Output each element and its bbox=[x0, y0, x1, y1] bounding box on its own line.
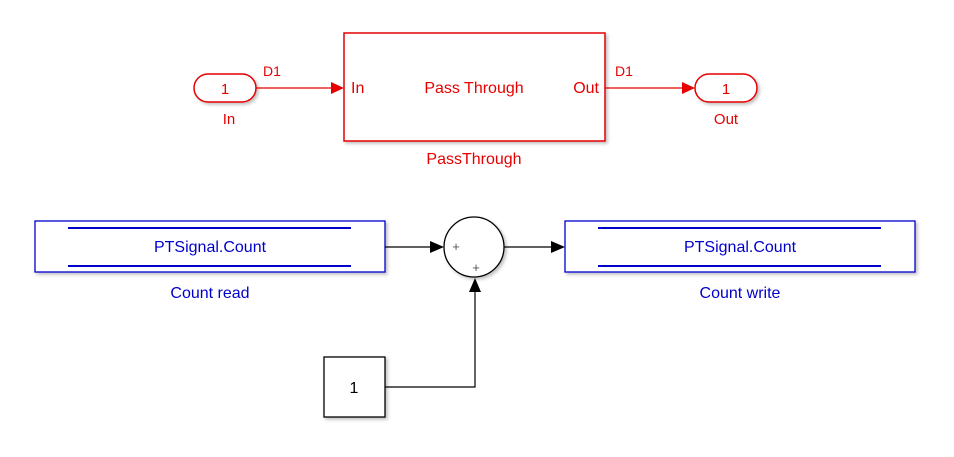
signal-line-constant-to-sum[interactable] bbox=[385, 278, 481, 388]
count-write-variable: PTSignal.Count bbox=[684, 239, 797, 256]
count-write-block[interactable]: PTSignal.Count bbox=[564, 220, 916, 273]
subsystem-shape[interactable] bbox=[343, 32, 606, 142]
signal-label-out[interactable]: D1 bbox=[615, 63, 633, 79]
signal-label-in[interactable]: D1 bbox=[263, 63, 281, 79]
count-read-variable: PTSignal.Count bbox=[154, 239, 267, 256]
signal-line-sum-to-write[interactable] bbox=[504, 241, 565, 253]
data-store-read-shape[interactable] bbox=[34, 220, 386, 273]
outport-block[interactable]: 1 bbox=[694, 73, 758, 103]
sum-block[interactable]: + + bbox=[443, 216, 505, 278]
constant-value: 1 bbox=[350, 380, 359, 397]
count-read-block[interactable]: PTSignal.Count bbox=[34, 220, 386, 273]
signal-line-in[interactable] bbox=[256, 82, 344, 94]
subsystem-title: Pass Through bbox=[424, 80, 523, 97]
arrow-head-icon bbox=[551, 241, 565, 253]
outport-number: 1 bbox=[722, 81, 730, 98]
count-read-name: Count read bbox=[170, 285, 249, 302]
count-write-name: Count write bbox=[700, 285, 781, 302]
outport-name: Out bbox=[714, 111, 739, 128]
outport-shape[interactable] bbox=[694, 73, 758, 103]
signal-line-read-to-sum[interactable] bbox=[385, 241, 444, 253]
subsystem-out-port-label: Out bbox=[573, 80, 599, 97]
sum-sign-1: + bbox=[452, 239, 460, 254]
inport-block[interactable]: 1 bbox=[193, 73, 257, 103]
inport-name: In bbox=[223, 111, 236, 128]
arrow-head-icon bbox=[469, 278, 481, 292]
subsystem-name: PassThrough bbox=[426, 151, 521, 168]
subsystem-in-port-label: In bbox=[351, 80, 364, 97]
inport-number: 1 bbox=[221, 81, 229, 98]
arrow-head-icon bbox=[682, 82, 695, 94]
constant-block[interactable]: 1 bbox=[323, 356, 386, 418]
arrow-head-icon bbox=[430, 241, 444, 253]
signal-line-out[interactable] bbox=[605, 82, 695, 94]
data-store-write-shape[interactable] bbox=[564, 220, 916, 273]
passthrough-subsystem[interactable]: In Pass Through Out bbox=[343, 32, 606, 142]
arrow-head-icon bbox=[331, 82, 344, 94]
sum-sign-2: + bbox=[472, 260, 480, 275]
